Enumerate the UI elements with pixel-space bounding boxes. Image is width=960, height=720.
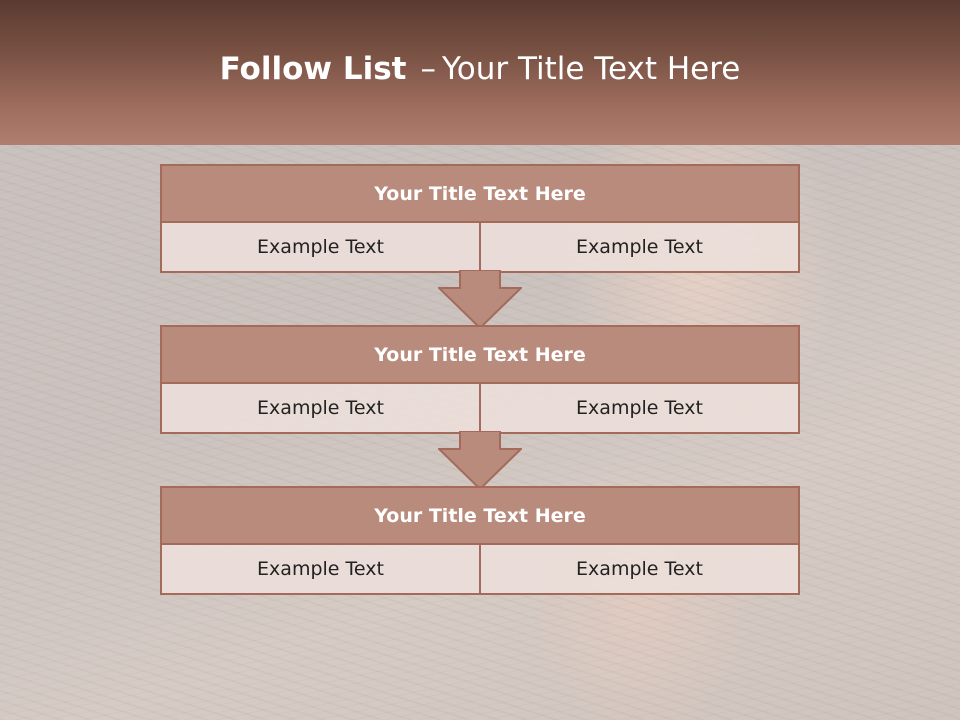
down-arrow-icon — [438, 270, 522, 330]
list-block-2: Your Title Text Here Example Text Exampl… — [160, 325, 800, 434]
slide-title-separator: – — [420, 50, 436, 87]
block-cell-right: Example Text — [479, 545, 798, 593]
title-banner: Follow List–Your Title Text Here — [0, 0, 960, 145]
block-title: Your Title Text Here — [162, 488, 798, 545]
slide-title: Follow List–Your Title Text Here — [220, 51, 741, 87]
slide-title-bold: Follow List — [219, 50, 407, 87]
down-arrow-icon — [438, 431, 522, 491]
block-row: Example Text Example Text — [162, 384, 798, 432]
block-cell-right: Example Text — [479, 223, 798, 271]
block-row: Example Text Example Text — [162, 223, 798, 271]
block-cell-left: Example Text — [162, 384, 479, 432]
block-title: Your Title Text Here — [162, 166, 798, 223]
block-row: Example Text Example Text — [162, 545, 798, 593]
block-title: Your Title Text Here — [162, 327, 798, 384]
list-block-1: Your Title Text Here Example Text Exampl… — [160, 164, 800, 273]
block-cell-left: Example Text — [162, 223, 479, 271]
slide-title-rest: Your Title Text Here — [441, 50, 741, 87]
block-cell-right: Example Text — [479, 384, 798, 432]
block-cell-left: Example Text — [162, 545, 479, 593]
list-block-3: Your Title Text Here Example Text Exampl… — [160, 486, 800, 595]
